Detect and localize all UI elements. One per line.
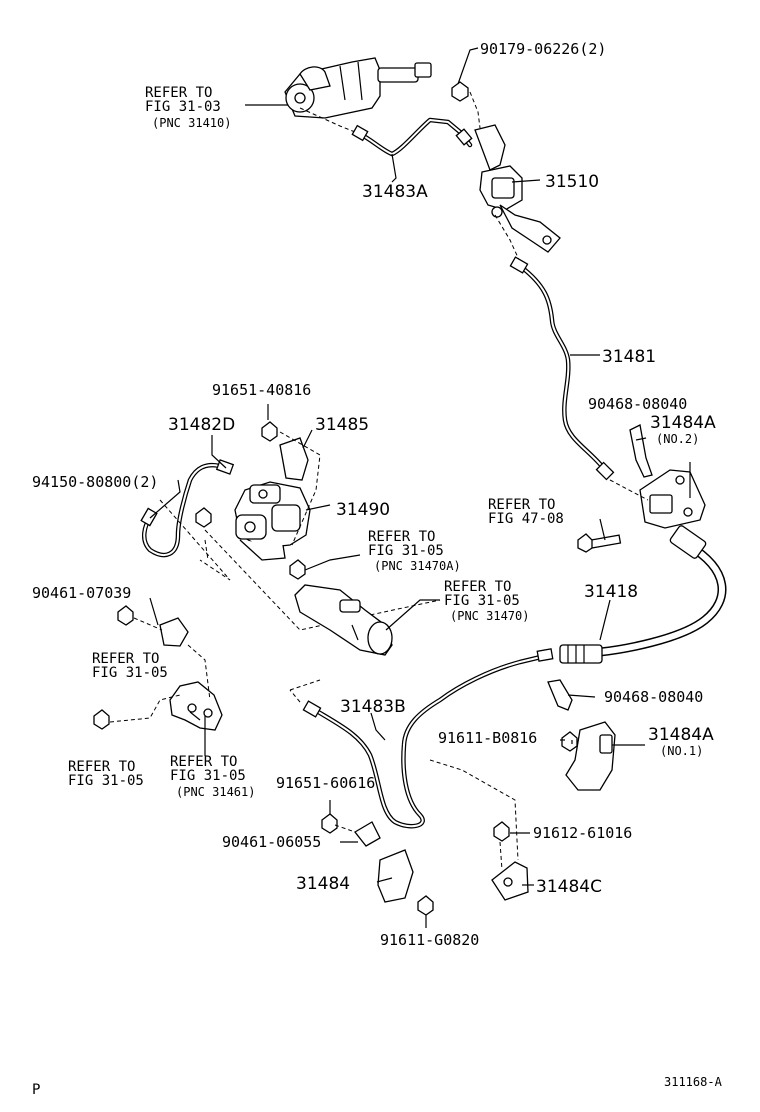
refer-6-line2: FIG 31-05 — [68, 773, 144, 789]
footer-left-mark: P — [32, 1082, 40, 1098]
bracket-31484-illustration — [321, 813, 434, 916]
master-cylinder-illustration — [284, 57, 432, 135]
label-31483A: 31483A — [362, 182, 428, 202]
label-90468-08040-top: 90468-08040 — [588, 395, 687, 413]
label-no1: (NO.1) — [660, 744, 703, 758]
refer-1-line1: REFER TO — [145, 85, 212, 101]
bracket-31485-illustration — [261, 421, 321, 546]
bolt-refer-47-08-illustration — [577, 533, 622, 553]
label-31481: 31481 — [602, 347, 656, 367]
label-31484A-no1: 31484A — [648, 725, 714, 745]
tube-31483B — [289, 648, 554, 829]
label-31485: 31485 — [315, 415, 369, 435]
refer-3-line2: FIG 31-05 — [368, 543, 444, 559]
refer-notes: REFER TO FIG 31-03 (PNC 31410) REFER TO … — [68, 85, 564, 799]
refer-2-line1: REFER TO — [488, 497, 555, 513]
refer-2-line2: FIG 47-08 — [488, 511, 564, 527]
refer-5-line1: REFER TO — [92, 651, 159, 667]
label-91651-40816: 91651-40816 — [212, 381, 311, 399]
part-31461-illustration — [93, 644, 223, 731]
part-31510-illustration — [474, 124, 561, 263]
label-31510: 31510 — [545, 172, 599, 192]
figure-code: 311168-A — [664, 1075, 723, 1089]
refer-4-line3: (PNC 31470) — [450, 609, 529, 623]
tube-31481 — [509, 256, 615, 481]
refer-1-line3: (PNC 31410) — [152, 116, 231, 130]
clip-90468-lower-illustration — [547, 679, 573, 711]
refer-6-line1: REFER TO — [68, 759, 135, 775]
label-31482D: 31482D — [168, 415, 235, 435]
clamp-90461-07039-illustration — [117, 605, 189, 647]
label-91611-B0816: 91611-B0816 — [438, 729, 537, 747]
bracket-31484C-illustration — [429, 759, 529, 901]
tube-31483A — [351, 117, 473, 157]
label-91651-60616: 91651-60616 — [276, 774, 375, 792]
refer-7-line3: (PNC 31461) — [176, 785, 255, 799]
label-31484C: 31484C — [536, 877, 602, 897]
slave-cylinder-illustration — [289, 559, 393, 656]
refer-5-line2: FIG 31-05 — [92, 665, 168, 681]
valve-31490-illustration — [234, 481, 311, 561]
label-31418: 31418 — [584, 582, 638, 602]
refer-7-line2: FIG 31-05 — [170, 768, 246, 784]
refer-1-line2: FIG 31-03 — [145, 99, 221, 115]
hose-31418 — [559, 525, 727, 664]
leader-lines — [149, 47, 691, 928]
label-91611-G0820: 91611-G0820 — [380, 931, 479, 949]
label-94150-80800: 94150-80800(2) — [32, 473, 158, 491]
label-31484A-no2: 31484A — [650, 413, 716, 433]
label-no2: (NO.2) — [656, 432, 699, 446]
label-31483B: 31483B — [340, 697, 406, 717]
bracket-31484A-no2-illustration — [609, 469, 706, 529]
refer-3-line3: (PNC 31470A) — [374, 559, 461, 573]
label-31484: 31484 — [296, 874, 350, 894]
bracket-31484A-no1-illustration — [561, 721, 616, 791]
refer-4-line2: FIG 31-05 — [444, 593, 520, 609]
part-number-labels: 90179-06226(2) 31510 31483A 31481 90468-… — [32, 40, 716, 949]
footer: P 311168-A — [32, 1075, 723, 1098]
label-90461-06055: 90461-06055 — [222, 833, 321, 851]
refer-4-line1: REFER TO — [444, 579, 511, 595]
label-31490: 31490 — [336, 500, 390, 520]
label-90179-06226: 90179-06226(2) — [480, 40, 606, 58]
clip-90468-top-illustration — [629, 424, 653, 478]
refer-7-line1: REFER TO — [170, 754, 237, 770]
nut-94150-illustration — [159, 499, 441, 631]
refer-3-line1: REFER TO — [368, 529, 435, 545]
label-91612-61016: 91612-61016 — [533, 824, 632, 842]
label-90461-07039: 90461-07039 — [32, 584, 131, 602]
label-90468-08040-lower: 90468-08040 — [604, 688, 703, 706]
bolt-90179-illustration — [451, 81, 481, 129]
